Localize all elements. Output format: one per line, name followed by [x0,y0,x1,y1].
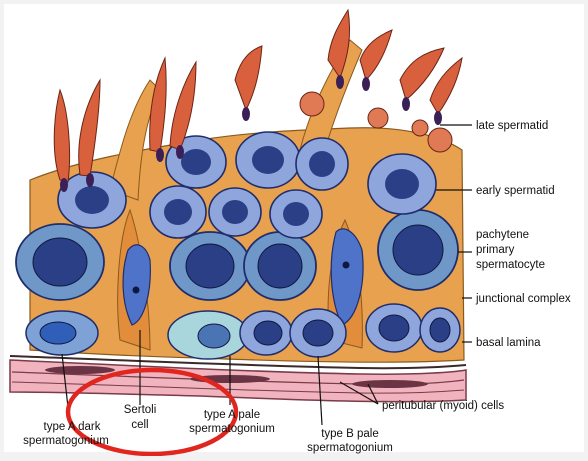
label-pachytene-3: spermatocyte [476,259,545,271]
label-sertoli-2: cell [131,419,148,431]
label-junctional-complex: junctional complex [475,293,571,305]
label-type-b-pale-2: spermatogonium [307,442,393,454]
label-type-b-pale-1: type B pale [321,428,379,440]
label-type-a-dark-2: spermatogonium [23,435,109,447]
label-sertoli-1: Sertoli [124,404,157,416]
label-pachytene-2: primary [476,244,515,256]
label-late-spermatid: late spermatid [476,120,548,132]
label-basal-lamina: basal lamina [476,337,541,349]
label-type-a-pale-2: spermatogonium [189,423,275,435]
label-pachytene-1: pachytene [476,229,529,241]
label-peritubular-cells: peritubular (myoid) cells [382,400,504,412]
label-type-a-pale-1: type A pale [204,409,260,421]
label-early-spermatid: early spermatid [476,185,555,197]
label-type-a-dark-1: type A dark [44,421,101,433]
